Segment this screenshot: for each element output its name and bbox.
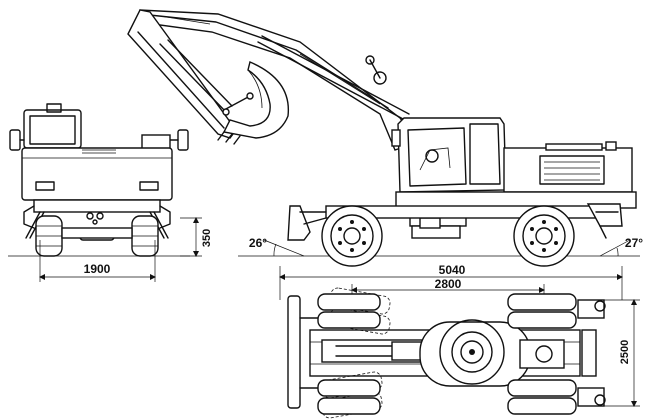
wheelbase-label: 2800 bbox=[435, 277, 462, 291]
approach-angle-label: 27° bbox=[625, 236, 643, 250]
top-view-dimensions: 2500 bbox=[604, 299, 640, 407]
top-view bbox=[287, 287, 606, 419]
overall-length-label: 5040 bbox=[439, 263, 466, 277]
track-width-label: 1900 bbox=[84, 262, 111, 276]
overall-width-label: 2500 bbox=[619, 340, 631, 364]
front-view bbox=[8, 103, 190, 257]
front-view-dimensions: 1900 350 bbox=[39, 217, 213, 282]
side-view-dimensions: 26° 27° 5040 2800 bbox=[249, 236, 643, 300]
ground-clearance-label: 350 bbox=[201, 229, 213, 247]
departure-angle-label: 26° bbox=[249, 236, 267, 250]
side-view bbox=[127, 9, 640, 267]
